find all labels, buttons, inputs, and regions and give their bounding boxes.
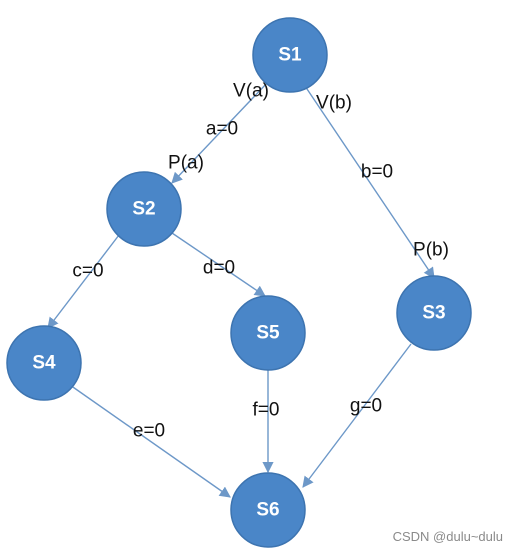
edge-label-p-b: P(b) [413,240,449,261]
edge-s1-s3 [304,85,435,279]
edge-s2-s5 [171,232,266,297]
edge-label-e0: e=0 [133,421,165,442]
node-s3-label: S3 [422,303,445,324]
node-s5[interactable]: S5 [230,295,306,371]
edge-label-c0: c=0 [72,261,103,282]
watermark-text: CSDN @dulu~dulu [393,529,503,544]
edge-s2-s4 [47,234,120,329]
edge-s4-s6 [69,384,231,498]
edge-label-v-a: V(a) [233,81,269,102]
node-s5-label: S5 [256,323,280,344]
node-s4-label: S4 [32,353,56,374]
node-s2-label: S2 [132,199,155,220]
node-s6-label: S6 [256,500,279,521]
edge-s3-s6 [302,343,412,488]
node-s6[interactable]: S6 [230,472,306,548]
node-s1-label: S1 [278,45,302,66]
edge-label-f0: f=0 [253,400,280,421]
node-s3[interactable]: S3 [396,275,472,351]
edge-label-b0: b=0 [361,162,393,183]
edge-s1-s2 [171,81,269,184]
edge-label-a0: a=0 [206,119,238,140]
node-s4[interactable]: S4 [6,325,82,401]
node-s2[interactable]: S2 [106,171,182,247]
node-s1[interactable]: S1 [252,17,328,93]
edge-label-v-b: V(b) [316,93,352,114]
edge-label-d0: d=0 [203,258,235,279]
edge-label-g0: g=0 [350,396,382,417]
edge-label-p-a: P(a) [168,153,204,174]
